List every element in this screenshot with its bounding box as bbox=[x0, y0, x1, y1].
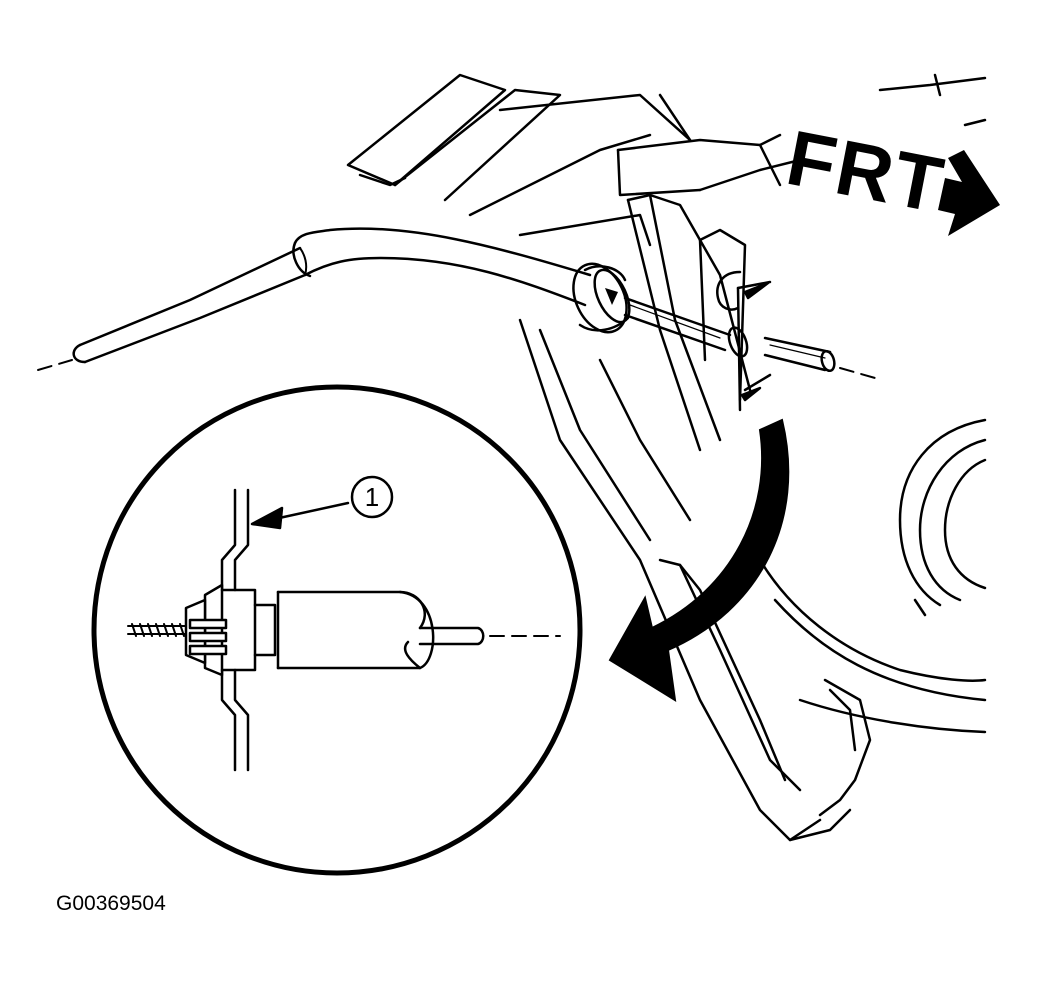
rotation-arrow-icon bbox=[608, 418, 790, 702]
cable-sleeve-bottom bbox=[303, 256, 587, 307]
callout-circle bbox=[350, 475, 394, 519]
detail-view bbox=[91, 384, 583, 876]
cable-sleeve-top bbox=[293, 227, 592, 277]
cable-jacket-outer-bottom bbox=[83, 273, 307, 364]
cable-assembly bbox=[37, 227, 876, 379]
cable-jacket-outer-top bbox=[78, 246, 302, 347]
front-direction-arrow-icon bbox=[938, 150, 1000, 236]
figure-code: G00369504 bbox=[56, 892, 166, 915]
cable-sleeve-end bbox=[292, 241, 312, 278]
cable-end-left bbox=[72, 343, 87, 364]
callout-leader-arrow-icon bbox=[250, 506, 284, 530]
cable-grommet bbox=[572, 262, 631, 334]
vehicle-body-panel bbox=[346, 73, 987, 247]
detail-cable-sleeve bbox=[276, 590, 485, 670]
panel-mounting-hole bbox=[716, 270, 772, 412]
wheel-arch bbox=[758, 418, 987, 734]
detail-view-circle bbox=[91, 384, 583, 876]
callout-leader bbox=[250, 475, 394, 530]
cable-centerline-left bbox=[37, 359, 73, 371]
detail-clip bbox=[184, 583, 277, 677]
detail-panel-section bbox=[220, 488, 237, 592]
detail-threaded-stud bbox=[127, 623, 187, 637]
callout-number: 1 bbox=[364, 482, 380, 512]
cable-centerline-right bbox=[839, 367, 876, 379]
